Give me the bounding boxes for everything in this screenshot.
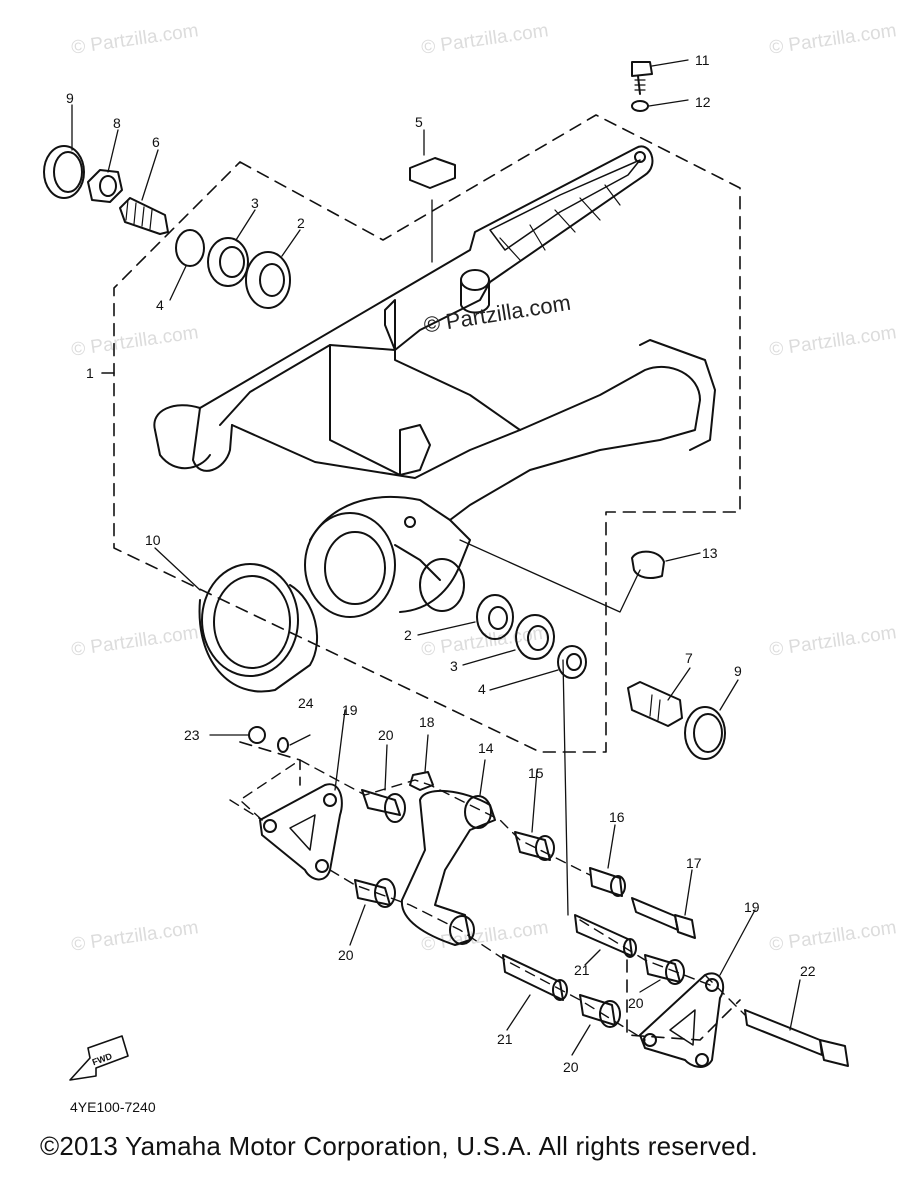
linkage-axis-lines (229, 759, 746, 1041)
part-20-bush-c (644, 954, 685, 985)
swingarm (153, 145, 716, 618)
part-8-nut (87, 169, 123, 203)
callout-19-right: 19 (744, 899, 760, 915)
part-15-bush (514, 831, 555, 861)
part-6-pivot-bolt (119, 197, 169, 235)
callout-14: 14 (478, 740, 494, 756)
callout-6: 6 (152, 134, 160, 150)
part-3-seal-upper (207, 237, 249, 287)
part-23-nut (248, 726, 266, 744)
callout-4-lower: 4 (478, 681, 486, 697)
callout-9: 9 (66, 90, 74, 106)
callout-18: 18 (419, 714, 435, 730)
part-24-washer (277, 737, 289, 753)
part-11-bolt (631, 61, 653, 95)
part-21-collar-a (574, 914, 637, 958)
callout-3: 3 (251, 195, 259, 211)
callout-4: 4 (156, 297, 164, 313)
callout-10: 10 (145, 532, 161, 548)
part-19-plate-right (639, 972, 725, 1068)
part-22-bolt (744, 1009, 849, 1067)
leader-lines (71, 59, 801, 1056)
part-2-bearing-upper (245, 251, 291, 309)
part-20-bush-a (361, 789, 406, 823)
callout-3-lower: 3 (450, 658, 458, 674)
callout-17: 17 (686, 855, 702, 871)
part-5-pad (409, 157, 456, 189)
callout-22: 22 (800, 963, 816, 979)
part-20-bush-d (579, 994, 621, 1028)
part-10-cover (198, 563, 319, 693)
callout-20-right: 20 (628, 995, 644, 1011)
callout-24: 24 (298, 695, 314, 711)
part-14-link (400, 789, 496, 946)
part-3-seal-lower (515, 614, 555, 660)
callout-15: 15 (528, 765, 544, 781)
part-17-bolt (631, 897, 696, 939)
part-19-plate-left (259, 783, 343, 881)
callout-20: 20 (378, 727, 394, 743)
callout-23: 23 (184, 727, 200, 743)
copyright-text: ©2013 Yamaha Motor Corporation, U.S.A. A… (40, 1131, 758, 1161)
callout-21: 21 (574, 962, 590, 978)
callout-19: 19 (342, 702, 358, 718)
part-18-nut (409, 771, 434, 791)
callout-21-lower: 21 (497, 1031, 513, 1047)
callout-8: 8 (113, 115, 121, 131)
part-12-washer (631, 100, 649, 112)
part-9-cap-lower (684, 706, 726, 760)
diagram-code: 4YE100-7240 (70, 1099, 156, 1115)
fwd-arrow-icon (69, 1035, 129, 1081)
part-21-collar-b (502, 954, 568, 1001)
part-20-bush-b (354, 878, 396, 908)
part-9-cap-upper (43, 145, 85, 199)
part-4-collar-upper (175, 229, 205, 267)
callout-9-lower: 9 (734, 663, 742, 679)
callout-numbers: 9 8 6 3 2 4 1 5 11 12 10 13 2 3 4 7 9 23… (66, 52, 816, 1075)
part-2-bearing-lower (476, 594, 514, 640)
part-7-pivot-shaft (627, 681, 683, 727)
callout-16: 16 (609, 809, 625, 825)
callout-11: 11 (695, 52, 710, 68)
callout-5: 5 (415, 114, 423, 130)
callout-7: 7 (685, 650, 693, 666)
callout-1: 1 (86, 365, 94, 381)
callout-2-lower: 2 (404, 627, 412, 643)
part-4-collar-lower (557, 645, 587, 679)
callout-13: 13 (702, 545, 718, 561)
callout-12: 12 (695, 94, 711, 110)
part-16-collar (589, 867, 626, 897)
callout-20-left-lower: 20 (338, 947, 354, 963)
callout-2: 2 (297, 215, 305, 231)
part-13-cap (631, 550, 665, 579)
callout-20-bottom: 20 (563, 1059, 579, 1075)
